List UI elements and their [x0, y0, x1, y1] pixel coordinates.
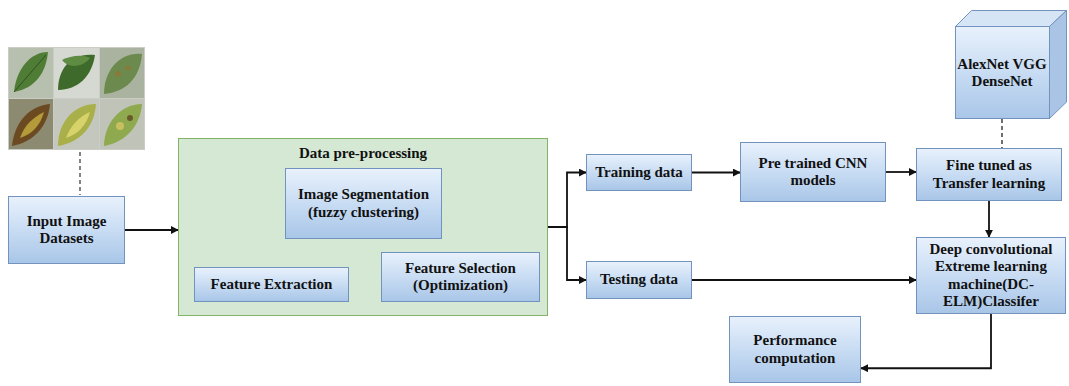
- box-label: Performance computation: [736, 332, 854, 367]
- arrow-connector: [125, 229, 178, 231]
- arrow-connector: [548, 173, 586, 228]
- process-box: Feature Selection (Optimization): [381, 252, 540, 302]
- process-box: Input Image Datasets: [8, 196, 125, 264]
- arrow-connector: [692, 279, 916, 281]
- box-label: Feature Selection (Optimization): [388, 260, 533, 295]
- process-box: Performance computation: [729, 316, 861, 383]
- process-box: Testing data: [586, 261, 692, 299]
- arrow-connector: [886, 171, 916, 173]
- box-label: Fine tuned as Transfer learning: [923, 157, 1055, 192]
- process-box: Training data: [586, 154, 692, 191]
- box-label: Training data: [595, 164, 683, 181]
- arrow-connector: [861, 314, 991, 368]
- preprocessing-band: Data pre-processingImage Segmentation (f…: [178, 138, 548, 316]
- box-label: Deep convolutional Extreme learning mach…: [923, 241, 1059, 310]
- cube-face: AlexNet VGG DenseNet: [955, 27, 1049, 119]
- box-label: Input Image Datasets: [15, 213, 118, 248]
- arrow-connector: [548, 227, 586, 280]
- process-box: Image Segmentation (fuzzy clustering): [285, 168, 442, 239]
- model-cube: AlexNet VGG DenseNet: [955, 10, 1067, 119]
- box-label: AlexNet VGG DenseNet: [955, 56, 1049, 91]
- arrow-connector: [692, 172, 740, 174]
- process-box: Pre trained CNN models: [740, 142, 886, 202]
- process-box: Fine tuned as Transfer learning: [916, 148, 1062, 201]
- leaf-photo-grid: [8, 47, 145, 150]
- box-label: Image Segmentation (fuzzy clustering): [292, 186, 435, 221]
- box-label: Feature Extraction: [211, 276, 333, 293]
- band-heading: Data pre-processing: [179, 145, 547, 162]
- leader-line: [79, 152, 80, 195]
- arrow-connector: [988, 201, 990, 237]
- dashed-connector: [1001, 119, 1002, 148]
- process-box: Feature Extraction: [194, 267, 349, 302]
- box-label: Pre trained CNN models: [747, 155, 879, 190]
- process-box: Deep convolutional Extreme learning mach…: [916, 237, 1066, 314]
- box-label: Testing data: [600, 271, 678, 288]
